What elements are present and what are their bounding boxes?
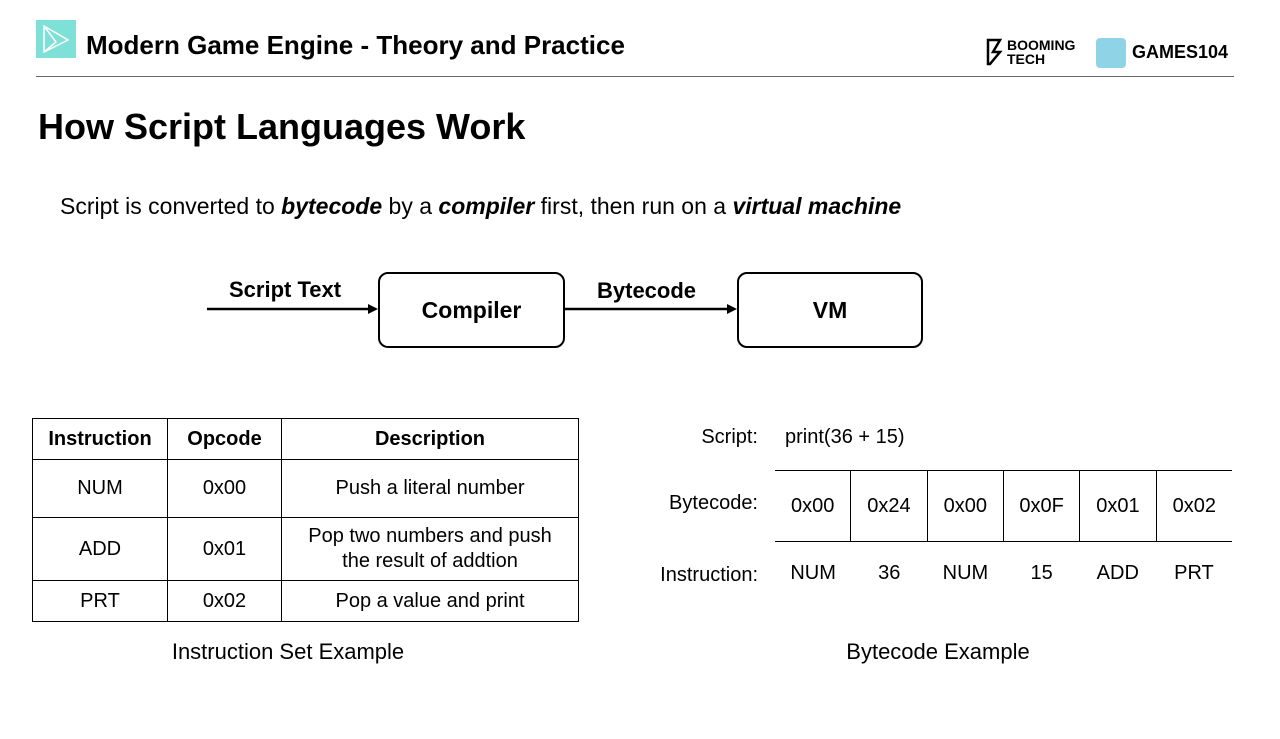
header-opcode: Opcode <box>167 418 282 460</box>
cell: 0x01 <box>167 517 282 581</box>
emphasis: compiler <box>438 193 535 219</box>
byte-cell: 0x02 <box>1155 471 1232 541</box>
instruction-row: NUM 36 NUM 15 ADD PRT <box>775 562 1232 585</box>
text: Script is converted to <box>60 193 282 219</box>
header-description: Description <box>281 418 579 460</box>
instruction-cell: NUM <box>942 562 989 584</box>
byte-cell: 0x0F <box>1002 471 1079 541</box>
course-logo-icon <box>36 20 76 58</box>
cell: 0x00 <box>167 459 282 518</box>
games104-cube-icon <box>1096 38 1126 68</box>
instruction-cell: ADD <box>1096 562 1139 584</box>
table-row: NUM 0x00 Push a literal number <box>32 459 579 518</box>
emphasis: bytecode <box>281 193 383 219</box>
cell: Push a literal number <box>281 459 579 518</box>
script-text-label: Script Text <box>229 277 342 302</box>
instruction-cell: PRT <box>1174 562 1214 584</box>
byte-cell: 0x01 <box>1079 471 1155 541</box>
byte-cell: 0x00 <box>926 471 1003 541</box>
text: first, then run on a <box>534 193 733 219</box>
vm-box: VM <box>737 272 923 348</box>
bytecode-label: Bytecode <box>597 278 697 303</box>
instruction-cell: NUM <box>790 562 836 584</box>
cell: PRT <box>32 580 168 622</box>
instruction-set-caption: Instruction Set Example <box>171 639 405 664</box>
instruction-cell: 36 <box>878 562 901 584</box>
bytecode-row: 0x00 0x24 0x00 0x0F 0x01 0x02 <box>775 470 1232 542</box>
header-instruction: Instruction <box>32 418 168 460</box>
emphasis: virtual machine <box>732 193 902 219</box>
instruction-cell: 15 <box>1030 562 1053 584</box>
table-header-row: Instruction Opcode Description <box>32 418 579 460</box>
cell: NUM <box>32 459 168 518</box>
course-title: Modern Game Engine - Theory and Practice <box>86 30 625 60</box>
bytecode-row-label: Bytecode: <box>669 492 758 514</box>
instruction-row-label: Instruction: <box>660 564 758 586</box>
script-label: Script: <box>701 426 758 448</box>
cell: Pop a value and print <box>281 580 579 622</box>
cell: 0x02 <box>167 580 282 622</box>
table-row: PRT 0x02 Pop a value and print <box>32 580 579 622</box>
games104-logo: GAMES104 <box>1132 42 1229 62</box>
cell: ADD <box>32 517 168 581</box>
slide-heading: How Script Languages Work <box>38 106 526 147</box>
slide-subtitle: Script is converted to bytecode by a com… <box>60 193 901 220</box>
header-divider <box>36 76 1234 77</box>
table-row: ADD 0x01 Pop two numbers and push the re… <box>32 517 579 581</box>
booming-tech-logo: BOOMING TECH <box>985 38 1085 66</box>
cell: Pop two numbers and push the result of a… <box>281 517 579 581</box>
compiler-box: Compiler <box>378 272 565 348</box>
instruction-table: Instruction Opcode Description NUM 0x00 … <box>32 418 579 622</box>
byte-cell: 0x24 <box>850 471 926 541</box>
bytecode-example-caption: Bytecode Example <box>846 639 1030 664</box>
byte-cell: 0x00 <box>790 494 835 517</box>
script-code: print(36 + 15) <box>785 426 905 448</box>
text: by a <box>382 193 439 219</box>
